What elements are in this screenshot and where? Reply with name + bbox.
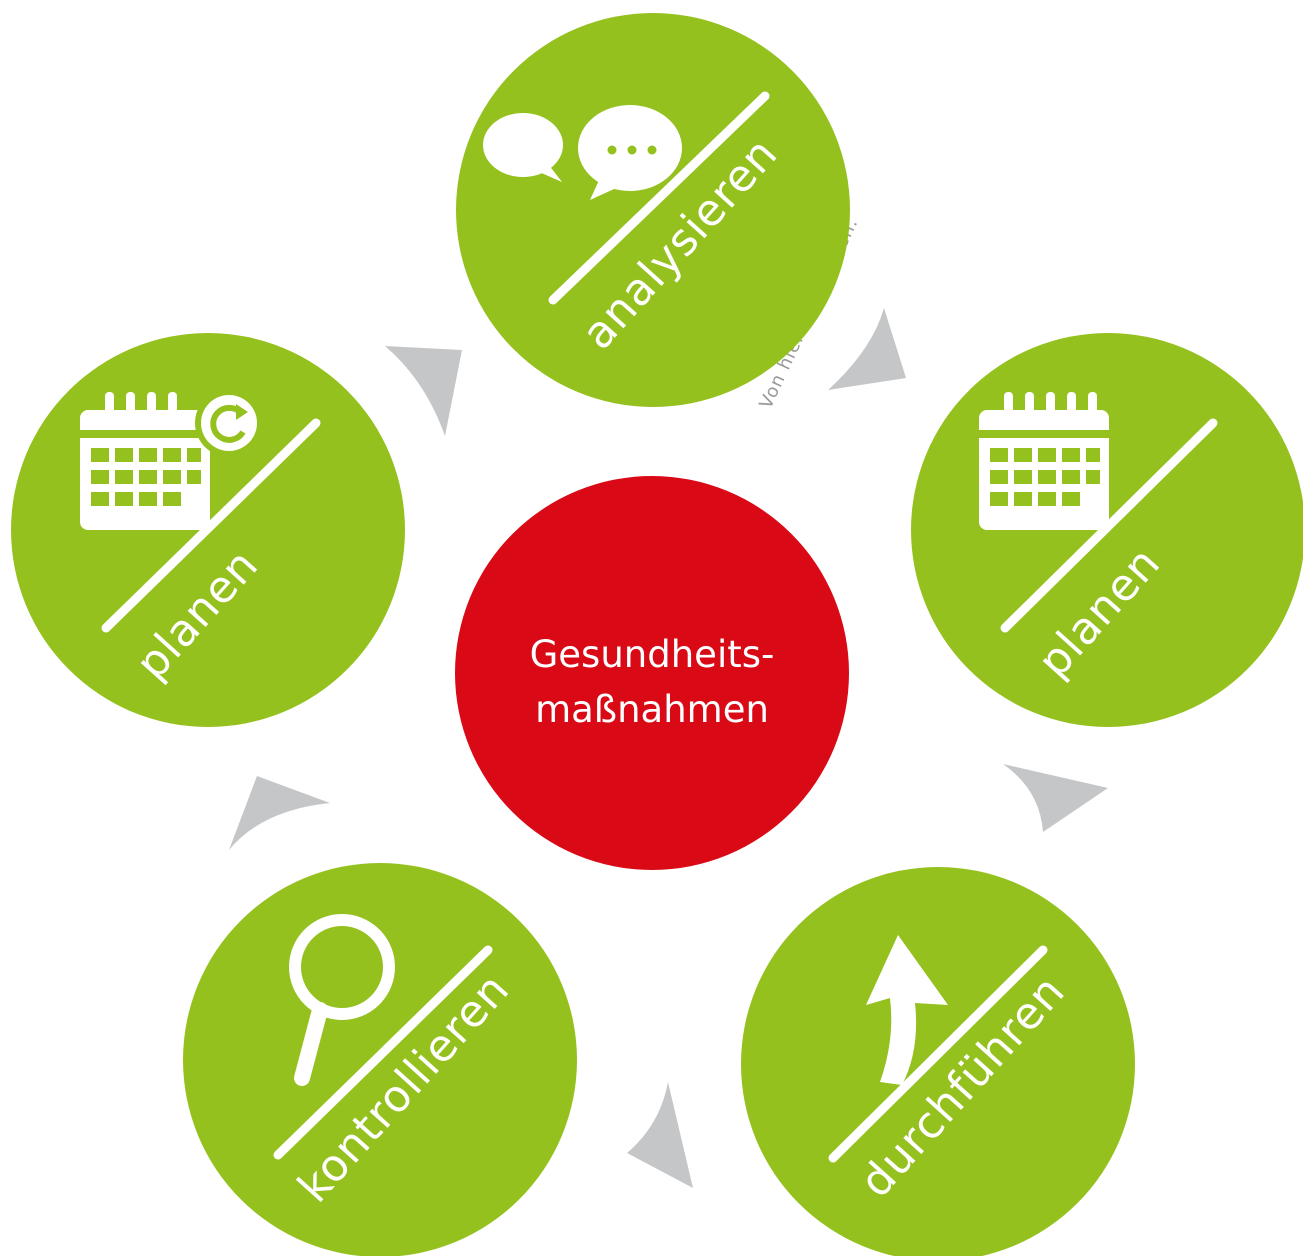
center-label-line2: maßnahmen [535,688,769,731]
step-planen-left[interactable]: planen [11,333,405,727]
cycle-arrow-top-right [828,308,906,390]
cycle-arrow-bottom [627,1082,693,1188]
cycle-arrow-top-left [385,346,462,436]
magnifier-icon [289,914,395,1086]
speech-bubbles-icon [483,105,682,200]
step-kontrollieren[interactable]: kontrollieren [183,863,577,1256]
cycle-arrow-right [1003,764,1108,832]
step-planen-right[interactable]: planen [911,333,1303,727]
cycle-arrow-left [229,776,330,850]
center-label-line1: Gesundheits- [530,633,775,676]
calendar-icon [979,392,1109,530]
cycle-arrows [229,308,1108,1188]
calendar-refresh-icon [80,389,263,530]
curved-arrow-up-icon [866,935,948,1085]
step-durchfuehren[interactable]: durchführen [741,867,1135,1256]
step-analysieren[interactable]: analysieren [456,13,850,407]
center-node: Gesundheits- maßnahmen [455,476,849,870]
